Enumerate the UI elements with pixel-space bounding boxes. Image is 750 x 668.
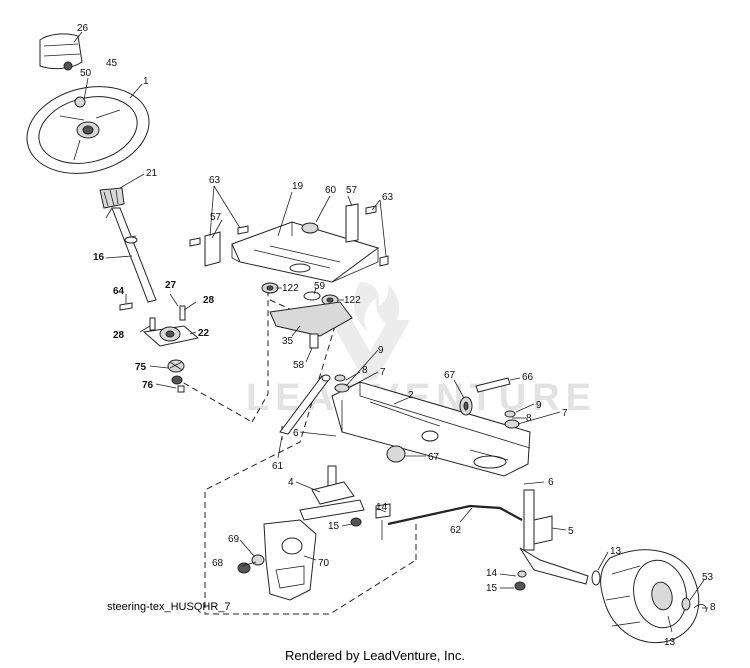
callout-62: 62	[450, 525, 462, 536]
steering-bracket	[237, 519, 317, 601]
pivot-bolt	[386, 377, 511, 463]
callout-9-left: 9	[378, 345, 384, 356]
callout-28-upper: 28	[203, 295, 215, 306]
callout-labels: 26 45 50 1 21 16 64 27 28 28 22 75 76 63…	[77, 23, 716, 648]
callout-14-left: 14	[376, 502, 388, 513]
callout-35: 35	[282, 336, 294, 347]
callout-8-left: 8	[362, 365, 368, 376]
callout-16: 16	[93, 252, 105, 263]
bolts-63	[189, 205, 389, 267]
front-axle	[331, 374, 531, 477]
spindle-left	[299, 465, 391, 527]
diagram-caption: steering-tex_HUSQHR_7	[107, 601, 231, 613]
label-leaders	[73, 31, 708, 633]
callout-59: 59	[314, 281, 326, 292]
callout-27: 27	[165, 280, 177, 291]
callout-6-left: 6	[293, 428, 299, 439]
footer-credit: Rendered by LeadVenture, Inc.	[285, 648, 465, 663]
callout-13-lower: 13	[664, 637, 676, 648]
callout-69: 69	[228, 534, 240, 545]
callout-67-lower: 67	[428, 452, 440, 463]
callout-22: 22	[198, 328, 210, 339]
pinion-assembly	[119, 302, 200, 393]
callout-67-upper: 67	[444, 370, 456, 381]
callout-19: 19	[292, 181, 304, 192]
watermark: LEADVENTURE	[246, 282, 591, 419]
callout-1: 1	[143, 76, 149, 87]
callout-75: 75	[135, 362, 147, 373]
callout-9-right: 9	[536, 400, 542, 411]
callout-14-right: 14	[486, 568, 498, 579]
callout-57-left: 57	[210, 212, 222, 223]
callout-63-right: 63	[382, 192, 394, 203]
callout-53: 53	[702, 572, 714, 583]
callout-21: 21	[146, 168, 158, 179]
callout-60: 60	[325, 185, 337, 196]
callout-8-wheel: 8	[710, 602, 716, 613]
callout-122-right: 122	[344, 295, 361, 306]
callout-15-right: 15	[486, 583, 498, 594]
callout-6-right: 6	[548, 477, 554, 488]
steering-cover	[39, 33, 83, 71]
callout-28-lower: 28	[113, 330, 125, 341]
drag-link	[279, 374, 331, 435]
callout-8-right: 8	[526, 413, 532, 424]
spindle-right	[514, 489, 589, 591]
callout-58: 58	[293, 360, 305, 371]
callout-4: 4	[288, 477, 294, 488]
callout-13-upper: 13	[610, 546, 622, 557]
callout-76: 76	[142, 380, 154, 391]
sector-gear	[261, 282, 353, 349]
callout-45: 45	[106, 58, 118, 69]
callout-122-left: 122	[282, 283, 299, 294]
steering-wheel	[26, 86, 150, 174]
callout-50: 50	[80, 68, 92, 79]
front-wheel	[591, 549, 707, 644]
callout-66: 66	[522, 372, 534, 383]
callout-63-left: 63	[209, 175, 221, 186]
callout-15-left: 15	[328, 521, 340, 532]
callout-26: 26	[77, 23, 89, 34]
callout-64: 64	[113, 286, 125, 297]
callout-7-right: 7	[562, 408, 568, 419]
callout-2: 2	[408, 390, 414, 401]
steering-plate	[204, 203, 380, 283]
callout-68: 68	[212, 558, 224, 569]
callout-57-right: 57	[346, 185, 358, 196]
callout-7-left: 7	[380, 367, 386, 378]
callout-70: 70	[318, 558, 330, 569]
callout-61: 61	[272, 461, 284, 472]
steering-column	[99, 187, 157, 303]
tie-rod	[381, 504, 523, 540]
callout-5: 5	[568, 526, 574, 537]
